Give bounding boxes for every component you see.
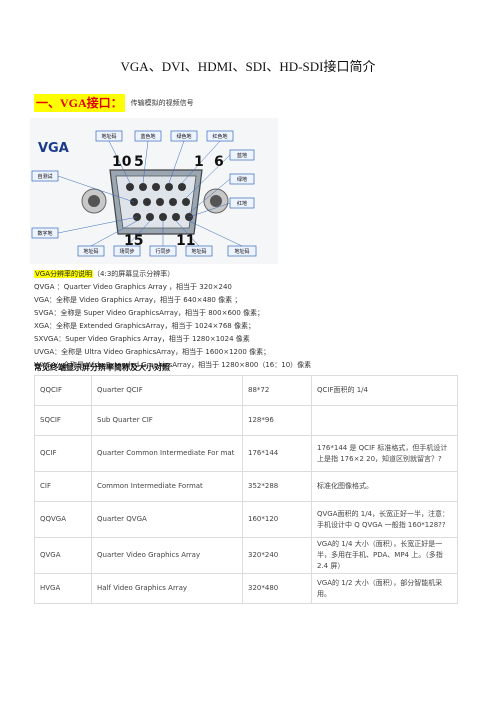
- pin-label: 绿色地: [176, 133, 191, 140]
- table-row: QQVGA Quarter QVGA 160*120 QVGA面积的 1/4，长…: [34, 501, 458, 538]
- table-row: SQCIF Sub Quarter CIF 128*96: [34, 405, 458, 436]
- spec-line: QVGA ：Quarter Video Graphics Array ，相当于 …: [34, 283, 232, 291]
- cell-full: Quarter Video Graphics Array: [91, 537, 243, 574]
- cell-desc: 标准化图像格式。: [311, 471, 458, 502]
- cell-desc: QCIF面积的 1/4: [311, 375, 458, 406]
- cell-abbr: QQCIF: [34, 375, 92, 406]
- pin-number: 11: [176, 233, 195, 249]
- cell-full: Quarter Common Intermediate For mat: [91, 435, 243, 472]
- cell-res: 176*144: [242, 435, 312, 472]
- cell-res: 320*240: [242, 537, 312, 574]
- table-row: QCIF Quarter Common Intermediate For mat…: [34, 435, 458, 472]
- cell-abbr: QQVGA: [34, 501, 92, 538]
- pin-label: 场同步: [119, 248, 134, 255]
- cell-full: Quarter QVGA: [91, 501, 243, 538]
- cell-res: 352*288: [242, 471, 312, 502]
- cell-res: 128*96: [242, 405, 312, 436]
- cell-desc: QVGA面积的 1/4，长宽正好一半，注意：手机设计中 Q QVGA 一般指 1…: [311, 501, 458, 538]
- table-heading: 常见终端显示屏分辨率简称及大小对照: [34, 363, 170, 372]
- pin-number: 1: [194, 154, 204, 170]
- cell-full: Half Video Graphics Array: [91, 573, 243, 604]
- cell-res: 160*120: [242, 501, 312, 538]
- cell-abbr: CIF: [34, 471, 92, 502]
- cell-desc: [311, 405, 458, 436]
- cell-abbr: QVGA: [34, 537, 92, 574]
- spec-line: WXGA：全称是 Wide Extended GraphicsArray，相当于…: [34, 361, 312, 369]
- pin-label: 行同步: [155, 248, 170, 255]
- section-heading-text: 一、VGA接口：: [34, 94, 125, 112]
- cell-desc: VGA的 1/2 大小（面积），部分智能机采用。: [311, 573, 458, 604]
- pin-label: 地址码: [101, 133, 116, 140]
- pin-label: 绿地: [237, 176, 247, 183]
- specs-lead-highlight: VGA分辨率的说明: [34, 270, 94, 278]
- spec-line: XGA：全称是 Extended GraphicsArray，相当于 1024×…: [34, 322, 255, 330]
- pin-label: 自测试: [37, 173, 52, 180]
- pin-number: 15: [124, 233, 143, 249]
- pin-number: 5: [134, 154, 144, 170]
- cell-desc: VGA的 1/4 大小（面积），长宽正好是一半，多用在手机、PDA、MP4 上。…: [311, 537, 458, 574]
- section-heading: 一、VGA接口： 传输模拟的视频信号: [34, 94, 194, 112]
- specs-lead-rest: （4:3的屏幕显示分辨率）: [93, 270, 175, 278]
- pin-number: 6: [214, 154, 224, 170]
- vga-logo: VGA: [38, 141, 69, 156]
- pin-label: 红色地: [212, 133, 227, 140]
- cell-res: 88*72: [242, 375, 312, 406]
- pin-label: 蓝地: [237, 152, 247, 159]
- cell-full: Quarter QCIF: [91, 375, 243, 406]
- resolution-table: QQCIF Quarter QCIF 88*72 QCIF面积的 1/4 SQC…: [34, 375, 458, 604]
- cell-abbr: HVGA: [34, 573, 92, 604]
- pin-label: 地址码: [191, 248, 206, 255]
- pin-label: 数字地: [37, 230, 52, 237]
- table-row: HVGA Half Video Graphics Array 320*480 V…: [34, 573, 458, 604]
- cell-abbr: SQCIF: [34, 405, 92, 436]
- pin-label: 地址码: [234, 248, 249, 255]
- cell-full: Common Intermediate Format: [91, 471, 243, 502]
- pin-label: 蓝色地: [140, 133, 155, 140]
- pin-label: 红地: [237, 200, 247, 207]
- section-note: 传输模拟的视频信号: [130, 99, 194, 107]
- spec-line: UVGA：全称是 Ultra Video GraphicsArray，相当于 1…: [34, 348, 271, 356]
- pin-label: 地址码: [83, 248, 98, 255]
- cell-res: 320*480: [242, 573, 312, 604]
- spec-line: VGA：全称是 Video Graphics Array，相当于 640×480…: [34, 296, 242, 304]
- page-title: VGA、DVI、HDMI、SDI、HD-SDI接口简介: [120, 59, 376, 74]
- spec-line: SXVGA：Super Video Graphics Array，相当于 128…: [34, 335, 250, 343]
- cell-abbr: QCIF: [34, 435, 92, 472]
- table-row: QQCIF Quarter QCIF 88*72 QCIF面积的 1/4: [34, 375, 458, 406]
- resolution-specs: VGA分辨率的说明（4:3的屏幕显示分辨率） QVGA ：Quarter Vid…: [34, 268, 311, 372]
- cell-full: Sub Quarter CIF: [91, 405, 243, 436]
- cell-desc: 176*144 是 QCIF 标准格式，但手机设计上是指 176×2 20，知道…: [311, 435, 458, 472]
- table-row: CIF Common Intermediate Format 352*288 标…: [34, 471, 458, 502]
- pin-number: 10: [112, 154, 132, 170]
- table-row: QVGA Quarter Video Graphics Array 320*24…: [34, 537, 458, 574]
- vga-pinout-diagram: VGA 地址码 蓝色地 绿色地 红色地 蓝地 绿地 红地 自测试 数字地 地址码…: [30, 118, 278, 264]
- spec-line: SVGA：全称是 Super Video GraphicsArray，相当于 8…: [34, 309, 265, 317]
